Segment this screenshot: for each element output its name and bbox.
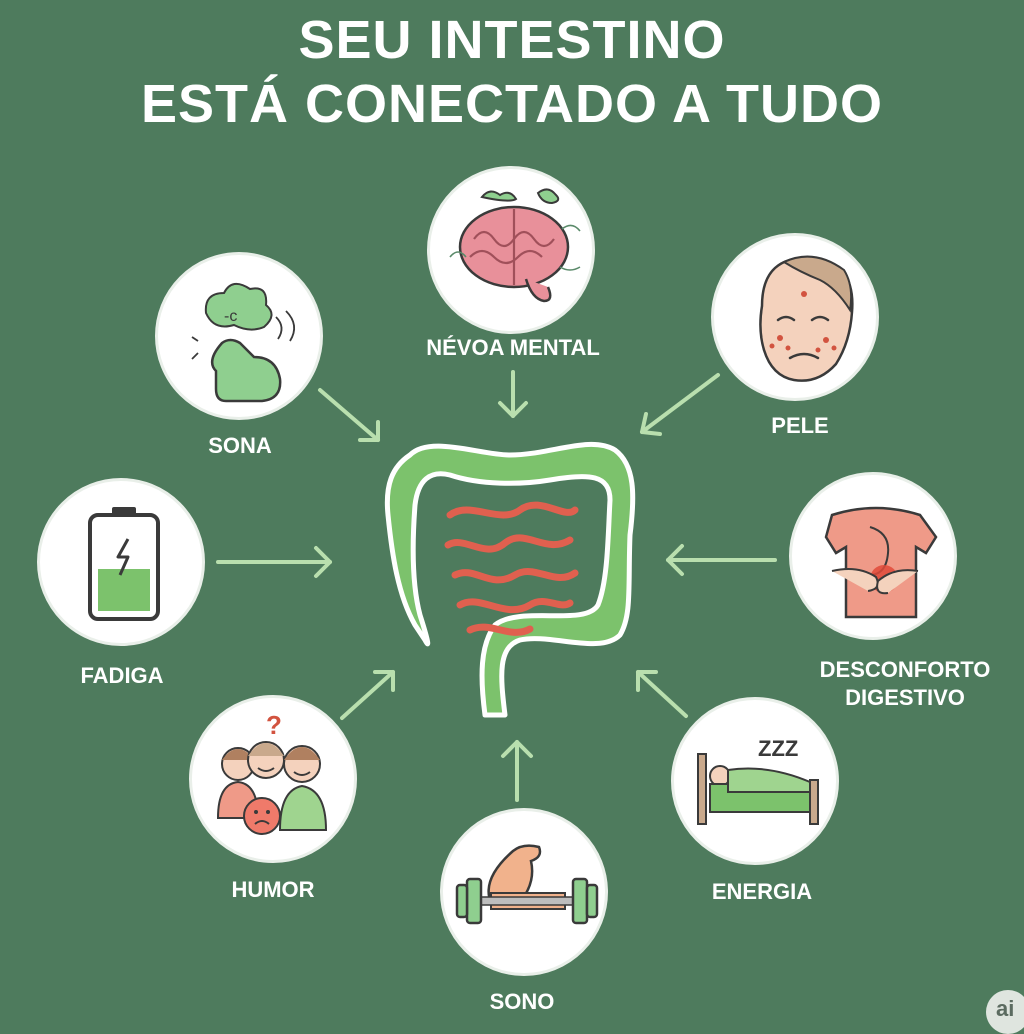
node-label-sona: SONA [208,433,272,458]
node-label-nevoa: NÉVOA MENTAL [426,335,600,360]
arrow-from-desconforto [666,544,777,576]
node-label-desconforto-line-1: DESCONFORTO [819,657,991,682]
arrow-from-pele [640,373,720,436]
zzz-icon: ZZZ [758,736,798,761]
node-label-sono: SONO [489,989,555,1014]
node-pele [711,233,879,401]
arrow-from-sono [501,740,533,802]
arrow-from-nevoa [498,370,528,418]
svg-text:-c: -c [224,308,237,325]
node-energia: ZZZ [671,697,839,865]
node-fadiga [37,478,205,646]
arrow-from-fadiga [216,546,332,578]
skin-face-icon [759,255,854,382]
node-sona: -c [155,252,323,420]
low-battery-icon [88,507,160,621]
stomach-pain-icon [824,506,938,619]
title-line-1: SEU INTESTINO [298,10,726,70]
node-nevoa-mental [427,166,595,334]
node-label-desconforto: DESCONFORTO DIGESTIVO [805,656,1005,712]
intestine-icon [384,441,636,718]
watermark-badge: ai [986,990,1024,1034]
title-line-2: ESTÁ CONECTADO A TUDO [141,74,883,134]
node-sono [440,808,608,976]
node-humor: ? [189,695,357,863]
node-desconforto-digestivo [789,472,957,640]
page-title: SEU INTESTINO ESTÁ CONECTADO A TUDO [0,8,1024,136]
node-label-pele: PELE [771,413,829,438]
node-label-energia: ENERGIA [711,879,813,904]
node-label-desconforto-line-2: DIGESTIVO [845,685,965,710]
dumbbell-arm-icon [455,844,599,925]
node-label-humor: HUMOR [231,877,315,902]
mood-faces-icon: ? [216,710,328,835]
node-label-fadiga: FADIGA [80,663,164,688]
sleeping-bed-icon: ZZZ [697,736,819,825]
stress-icon: -c [191,282,296,403]
question-mark-icon: ? [266,710,282,740]
brain-icon [449,188,581,303]
